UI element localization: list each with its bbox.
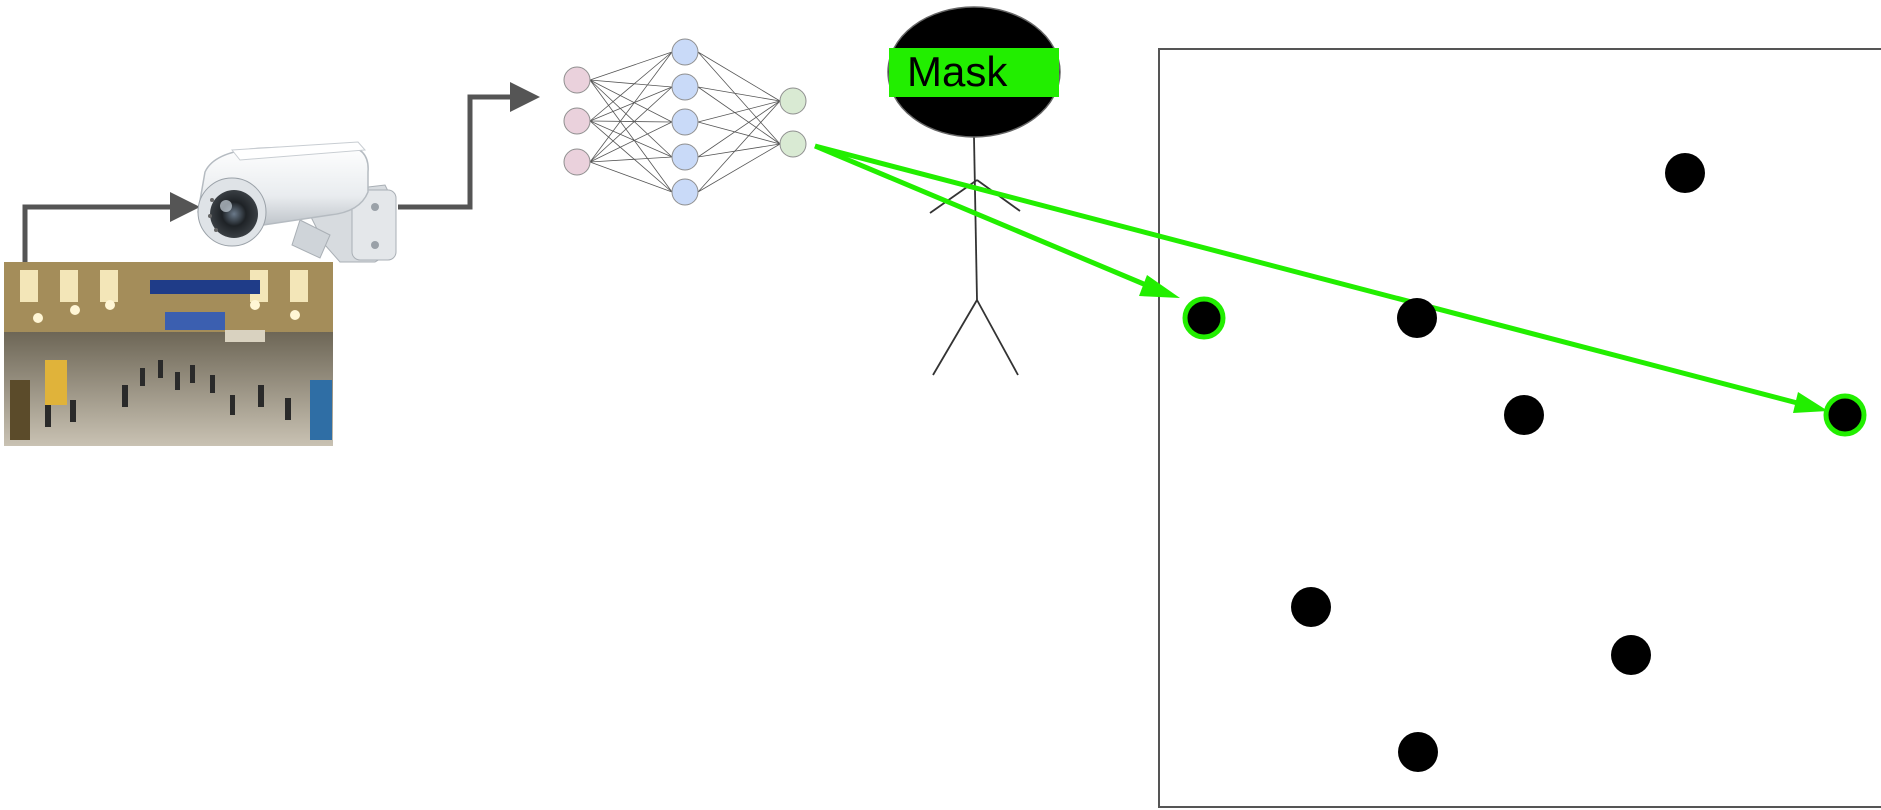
hidden-node-5 bbox=[671, 178, 699, 206]
hidden-node-1 bbox=[671, 38, 699, 66]
hidden-node-3 bbox=[671, 108, 699, 136]
camera-to-network-arrow bbox=[398, 82, 540, 210]
station-crowd-photo bbox=[4, 262, 333, 446]
green-arrowhead-left bbox=[1139, 275, 1180, 298]
highlighted-dot bbox=[1182, 296, 1226, 340]
plot-dot bbox=[1291, 587, 1331, 627]
highlighted-dot bbox=[1823, 393, 1867, 437]
photo-to-camera-arrow bbox=[22, 192, 200, 262]
plot-dot bbox=[1398, 732, 1438, 772]
input-node-2 bbox=[563, 107, 591, 135]
green-arrowhead-right bbox=[1793, 392, 1828, 413]
green-arrows bbox=[814, 143, 1828, 413]
hidden-node-2 bbox=[671, 73, 699, 101]
hidden-node-4 bbox=[671, 143, 699, 171]
plot-frame bbox=[1158, 48, 1881, 808]
plot-dot bbox=[1504, 395, 1544, 435]
output-node-2 bbox=[779, 130, 807, 158]
input-node-1 bbox=[563, 66, 591, 94]
mask-band bbox=[889, 48, 1059, 97]
green-arrow-line-right bbox=[814, 143, 1806, 408]
security-camera-icon bbox=[197, 141, 397, 263]
green-arrow-line-left bbox=[814, 143, 1159, 293]
plot-dot bbox=[1665, 153, 1705, 193]
neural-network-icon bbox=[563, 38, 807, 206]
input-node-3 bbox=[563, 148, 591, 176]
stick-figure-icon: Mask bbox=[887, 6, 1061, 376]
plot-dot bbox=[1397, 298, 1437, 338]
scatter-dots bbox=[1182, 153, 1867, 772]
mask-label: Mask bbox=[907, 48, 1008, 95]
plot-dot bbox=[1611, 635, 1651, 675]
output-node-1 bbox=[779, 87, 807, 115]
